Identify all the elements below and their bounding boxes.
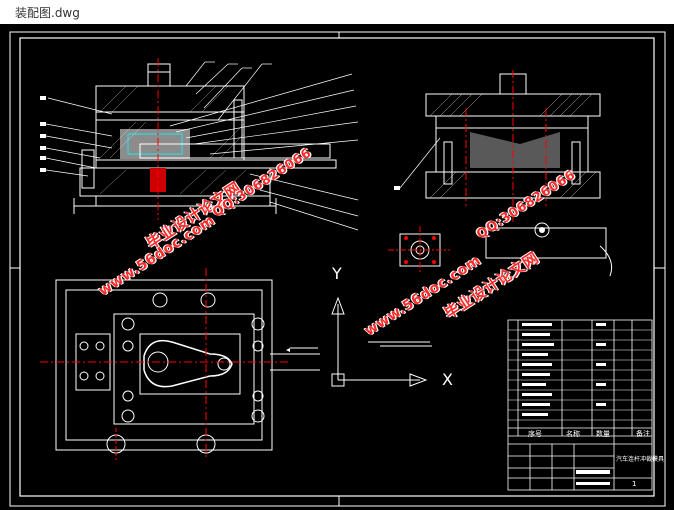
- note-lines: [368, 341, 432, 347]
- title-block-sheet-number: 1: [632, 480, 637, 488]
- title-block-label-4: 备注: [636, 430, 650, 438]
- title-block-label-3: 数量: [596, 430, 610, 438]
- front-section-view: [40, 58, 359, 231]
- title-block-texture: [522, 323, 610, 485]
- ucs-axes: [331, 296, 428, 387]
- plan-view: [40, 268, 320, 460]
- title-block-drawing-name: 汽车连杆冲裁模具: [616, 456, 665, 463]
- axis-x-label: X: [442, 370, 453, 389]
- title-block: [507, 319, 653, 491]
- window-titlebar: 装配图.dwg: [0, 0, 674, 24]
- side-section-view: [394, 70, 601, 224]
- title-block-label-2: 名称: [566, 430, 580, 438]
- detail-view: [388, 222, 613, 277]
- title-block-label-1: 序号: [528, 430, 542, 438]
- cad-canvas[interactable]: Y X 序号 名称 数量 备注 汽车连杆冲裁模具 1 www.56doc.com…: [0, 24, 674, 510]
- cad-drawing: [9, 31, 666, 507]
- outer-frame: [9, 31, 666, 507]
- inner-frame: [19, 37, 655, 497]
- axis-y-label: Y: [332, 264, 342, 283]
- window-title: 装配图.dwg: [15, 6, 80, 20]
